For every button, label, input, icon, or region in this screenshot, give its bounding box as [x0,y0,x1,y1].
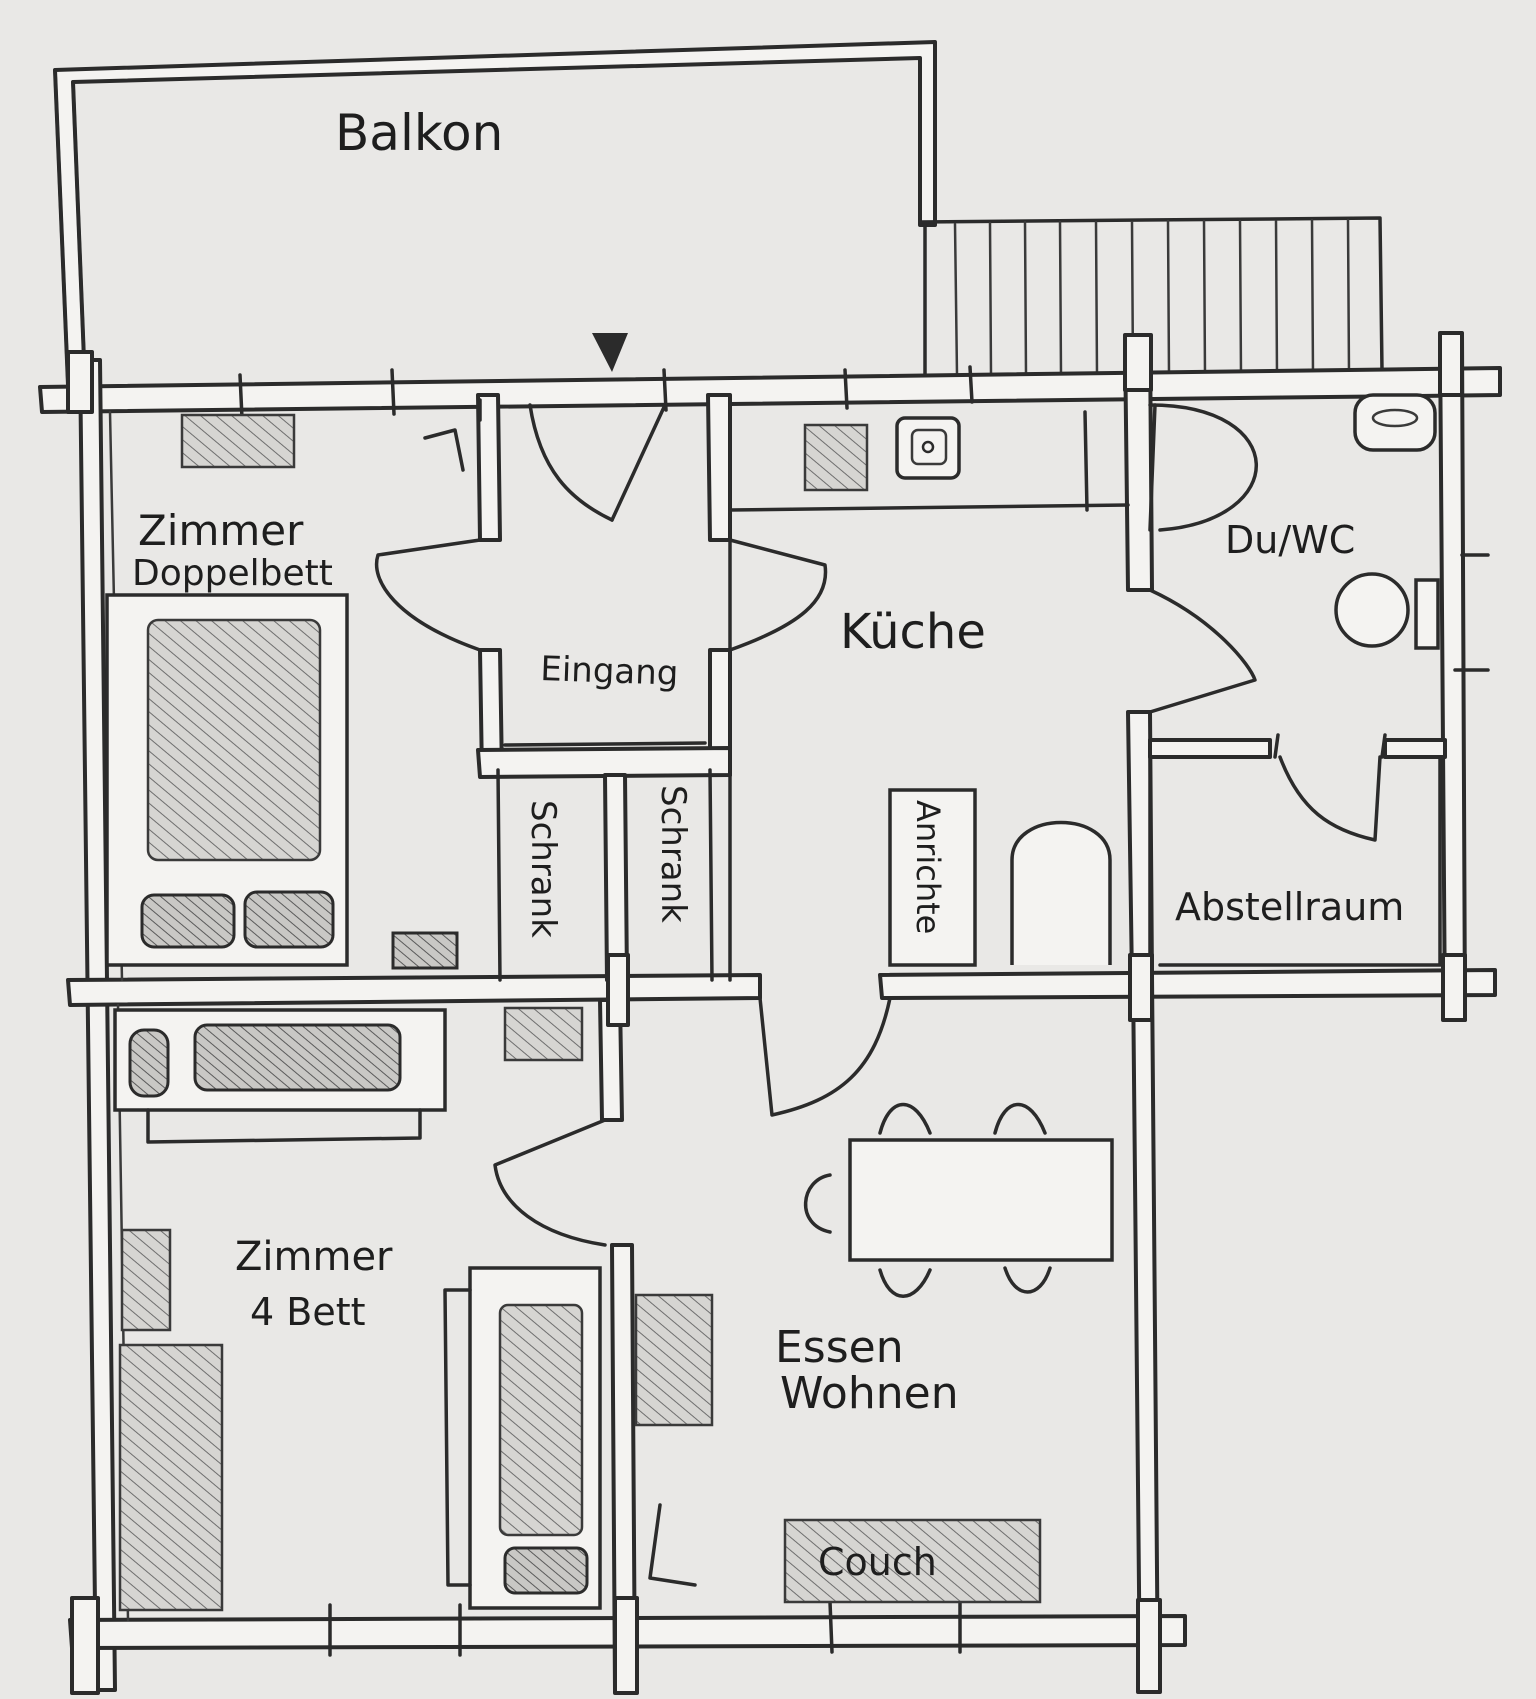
furniture [105,393,1440,1612]
balcony [53,40,937,387]
label-eingang: Eingang [540,649,679,694]
label-anrichte: Anrichte [909,800,947,934]
label-zimmer-doppelbett-2: Doppelbett [132,553,333,594]
label-zimmer-doppelbett-1: Zimmer [138,506,304,555]
label-wohnen: Wohnen [780,1368,959,1419]
label-du-wc: Du/WC [1225,518,1355,562]
label-balkon: Balkon [335,104,503,162]
label-schrank-2: Schrank [653,785,693,923]
label-essen: Essen [775,1322,904,1373]
label-couch: Couch [818,1540,937,1584]
entrance-arrow-icon [592,333,628,372]
staircase [918,216,1384,380]
doors [374,403,1387,1587]
room-labels: Balkon Zimmer Doppelbett Eingang Küche D… [132,104,1404,1584]
label-zimmer-4bett-1: Zimmer [235,1234,393,1280]
label-kueche: Küche [840,604,986,660]
label-zimmer-4bett-2: 4 Bett [250,1290,366,1334]
window-marks [238,365,1490,1657]
label-schrank-1: Schrank [523,800,563,938]
label-abstellraum: Abstellraum [1175,885,1404,929]
